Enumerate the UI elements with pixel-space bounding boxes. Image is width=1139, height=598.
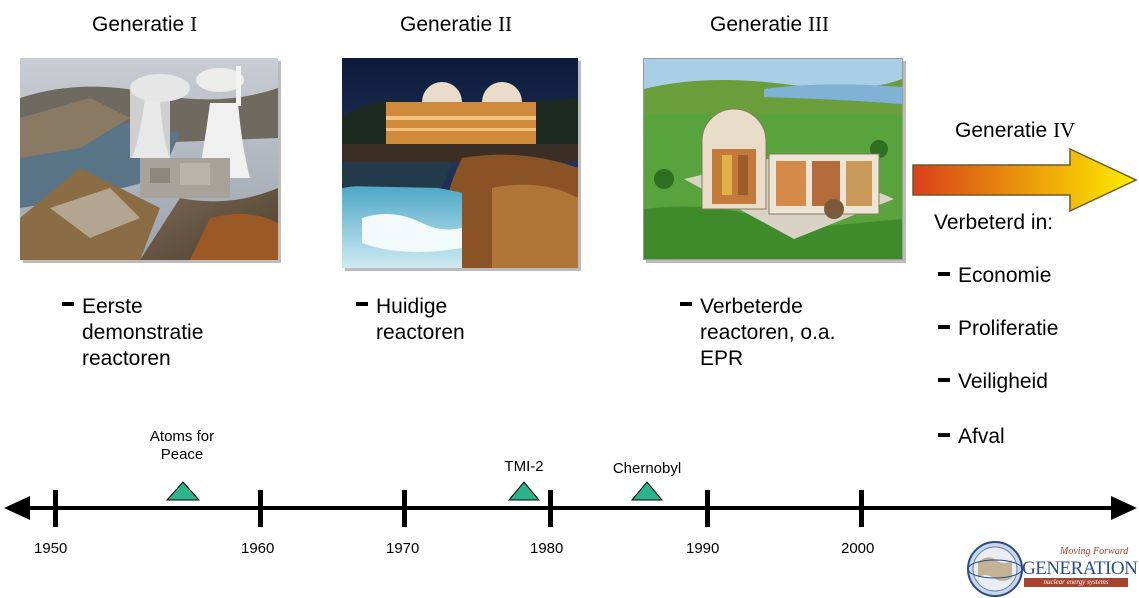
year-label: 1960 bbox=[241, 540, 275, 557]
tick-1950 bbox=[53, 490, 58, 527]
globe-icon bbox=[967, 541, 1023, 597]
generation-3-title: Generatie III bbox=[710, 12, 830, 36]
generation-4-title: Generatie IV bbox=[955, 118, 1076, 142]
event-label-tmi-2: TMI-2 bbox=[504, 458, 544, 475]
year-label: 1990 bbox=[686, 540, 720, 557]
bullet-dash bbox=[62, 302, 74, 306]
tick-1990 bbox=[705, 490, 710, 527]
tick-1970 bbox=[402, 490, 407, 527]
year-label: 1950 bbox=[34, 540, 68, 557]
tick-1980 bbox=[548, 490, 553, 527]
year-label: 1980 bbox=[530, 540, 564, 557]
logo-tagline: Moving Forward bbox=[1060, 546, 1129, 557]
generation-1-title: Generatie I bbox=[92, 12, 198, 36]
bullet-dash bbox=[938, 433, 950, 437]
year-label: 2000 bbox=[841, 540, 875, 557]
tick-2000 bbox=[859, 490, 864, 527]
improvement-safety: Veiligheid bbox=[958, 370, 1048, 393]
generation-2-plant-photo bbox=[342, 58, 578, 268]
improvement-economy: Economie bbox=[958, 264, 1052, 287]
generation-iv-logo: Moving Forward GENERATION IV nuclear ene… bbox=[966, 540, 1139, 597]
generation-4-arrow bbox=[912, 147, 1138, 213]
generation-1-description: Eerste demonstratie reactoren bbox=[82, 295, 204, 370]
improvement-waste: Afval bbox=[958, 425, 1005, 448]
event-label-atoms-for-peace: Atoms for Peace bbox=[149, 428, 215, 463]
bullet-dash bbox=[680, 302, 692, 306]
generation-3-reactor-illustration bbox=[643, 58, 903, 260]
tick-1960 bbox=[258, 490, 263, 527]
event-marker-tmi-2 bbox=[507, 481, 541, 501]
bullet-dash bbox=[938, 272, 950, 276]
generation-1-plant-photo bbox=[20, 58, 278, 260]
improved-in-label: Verbeterd in: bbox=[934, 211, 1054, 234]
event-label-chernobyl: Chernobyl bbox=[612, 460, 682, 477]
logo-subtitle: nuclear energy systems bbox=[1024, 578, 1128, 587]
timeline-left-arrowhead bbox=[4, 496, 30, 520]
generation-2-title: Generatie II bbox=[400, 12, 513, 36]
bullet-dash bbox=[938, 378, 950, 382]
generation-2-description: Huidige reactoren bbox=[376, 295, 465, 344]
bullet-dash bbox=[356, 302, 368, 306]
timeline-right-arrowhead bbox=[1111, 496, 1137, 520]
timeline bbox=[4, 481, 1137, 527]
year-label: 1970 bbox=[386, 540, 420, 557]
logo-name: GENERATION IV bbox=[1022, 558, 1139, 579]
bullet-dash bbox=[938, 325, 950, 329]
improvement-proliferation: Proliferatie bbox=[958, 317, 1059, 340]
generation-3-description: Verbeterde reactoren, o.a. EPR bbox=[700, 295, 836, 370]
event-marker-chernobyl bbox=[630, 481, 664, 501]
event-marker-atoms-for-peace bbox=[165, 481, 201, 501]
